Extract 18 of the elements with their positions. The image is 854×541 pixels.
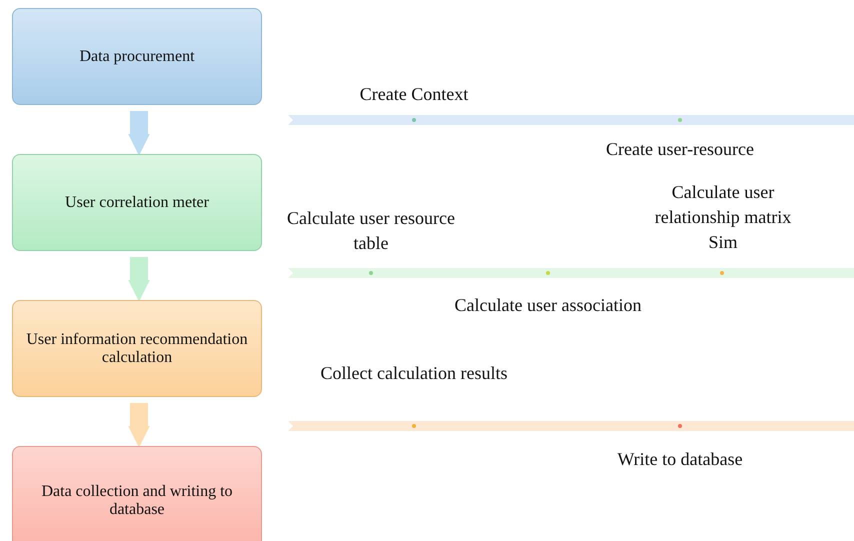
- process-box: [12, 8, 262, 105]
- step-label: Calculate user resource table: [286, 207, 456, 256]
- down-arrow: [128, 111, 150, 156]
- step-label: Calculate user association: [454, 294, 642, 317]
- process-box: [12, 446, 262, 541]
- step-label: Collect calculation results: [320, 362, 508, 385]
- step-label: Create Context: [358, 83, 470, 106]
- step-label: Calculate user relationship matrix Sim: [654, 181, 792, 254]
- process-box: [12, 300, 262, 397]
- process-box: [12, 154, 262, 251]
- box-text: Data collection and writing to database: [40, 483, 234, 519]
- box-text: User correlation meter: [65, 194, 209, 212]
- step-label: Write to database: [616, 448, 744, 471]
- down-arrow: [128, 403, 150, 448]
- step-label: Create user-resource: [604, 138, 756, 161]
- box-text: User information recommendation calculation: [25, 330, 249, 366]
- box-text: Data procurement: [79, 48, 195, 66]
- down-arrow: [128, 257, 150, 302]
